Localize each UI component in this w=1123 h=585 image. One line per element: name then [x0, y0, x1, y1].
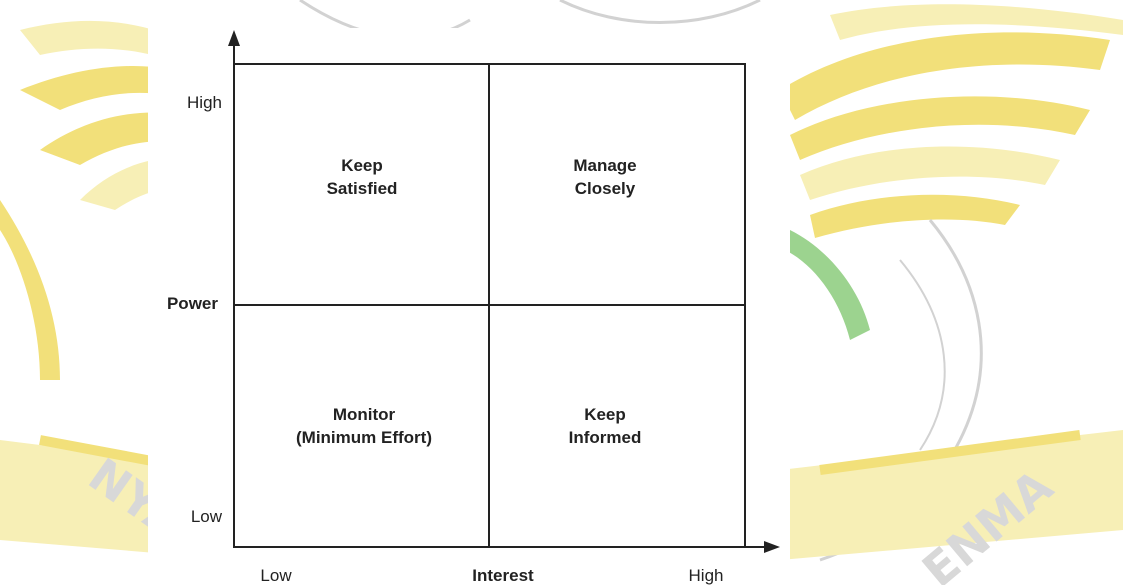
quadrant-bottom-right-line1: Keep: [584, 405, 626, 424]
x-axis-arrow-icon: [764, 541, 780, 553]
quadrant-top-left-line1: Keep: [341, 156, 383, 175]
y-axis-arrow-icon: [228, 30, 240, 46]
quadrant-top-right-line1: Manage: [573, 156, 636, 175]
right-wing-icon: [780, 4, 1123, 238]
quadrant-top-left-line2: Satisfied: [327, 179, 398, 198]
x-axis-low-label: Low: [260, 566, 292, 585]
matrix-panel: [148, 28, 790, 585]
x-axis-high-label: High: [689, 566, 724, 585]
quadrant-bottom-left-line2: (Minimum Effort): [296, 428, 432, 447]
quadrant-bottom-left-line1: Monitor: [333, 405, 396, 424]
y-axis-high-label: High: [187, 93, 222, 112]
quadrant-bottom-right-line2: Informed: [569, 428, 642, 447]
y-axis-low-label: Low: [191, 507, 223, 526]
y-axis-title: Power: [167, 294, 218, 313]
x-axis-title: Interest: [472, 566, 534, 585]
quadrant-top-right-line2: Closely: [575, 179, 636, 198]
axes: [233, 40, 770, 548]
